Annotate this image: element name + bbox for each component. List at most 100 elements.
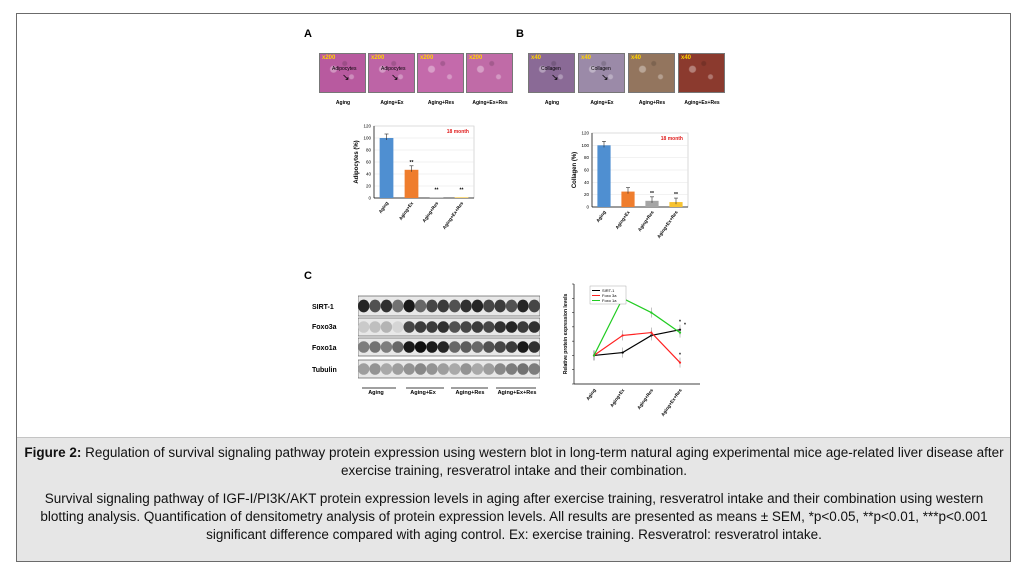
- data-point: [678, 361, 682, 364]
- blot-band: [494, 341, 506, 353]
- magnification-tag: x200: [420, 55, 434, 61]
- blot-group-underlines: [362, 387, 536, 389]
- magnification-tag: x40: [681, 55, 692, 61]
- blot-band: [517, 299, 529, 313]
- blot-band: [380, 299, 393, 313]
- x-tick-label: Aging: [378, 201, 390, 215]
- blot-band: [380, 341, 393, 353]
- blot-band: [369, 299, 381, 313]
- blot-band: [483, 363, 495, 375]
- arrow-icon: ↘: [551, 72, 559, 82]
- bar: [597, 145, 611, 207]
- blot-band: [460, 321, 472, 333]
- arrow-icon: ↘: [601, 72, 609, 82]
- micrograph-image: x200: [417, 53, 464, 93]
- blot-band: [517, 341, 529, 353]
- magnification-tag: x200: [322, 55, 336, 61]
- figure-number: Figure 2:: [24, 445, 82, 460]
- y-tick-label: 60: [366, 160, 372, 165]
- x-tick-label: Aging+Ex+Res: [660, 387, 683, 417]
- blot-band: [392, 321, 404, 333]
- y-tick-label: 100: [363, 136, 371, 141]
- blot-band: [358, 299, 370, 313]
- blot-band: [437, 341, 449, 353]
- data-point: [592, 354, 596, 357]
- y-tick-label: 120: [581, 131, 589, 136]
- blot-band: [403, 321, 415, 333]
- micrograph-label: Aging: [544, 100, 560, 106]
- x-tick-label: Aging+Ex+Res: [442, 200, 465, 230]
- y-tick-label: 120: [363, 124, 371, 129]
- significance-label: *: [684, 323, 686, 329]
- blot-band: [505, 363, 518, 375]
- blot-band: [426, 321, 438, 333]
- blot-group-label: Aging+Res: [455, 390, 485, 396]
- magnification-tag: x40: [581, 55, 592, 61]
- figure-frame: [16, 13, 1011, 562]
- blot-band: [437, 363, 449, 375]
- blot-band: [494, 321, 506, 333]
- x-tick-label: Aging: [595, 210, 607, 224]
- y-tick-label: 40: [584, 180, 590, 185]
- micrograph-image: x40: [678, 53, 725, 93]
- blot-band: [369, 341, 381, 353]
- blot-band: [392, 341, 404, 353]
- line-chart-svg: *****AgingAging+ExAging+ResAging+Ex+ResR…: [563, 283, 700, 417]
- blot-band: [483, 299, 495, 313]
- blot-band: [471, 341, 484, 353]
- x-tick-label: Aging: [585, 388, 597, 402]
- blot-band: [505, 341, 518, 353]
- blot-band: [528, 363, 540, 375]
- x-tick-label: Aging+Ex: [398, 200, 415, 221]
- bar: [621, 191, 635, 207]
- series-line: [593, 331, 681, 363]
- magnification-tag: x200: [469, 55, 483, 61]
- y-axis-title: Relative protein expression levels: [563, 293, 569, 374]
- blot-band: [369, 321, 381, 333]
- magnification-tag: x200: [371, 55, 385, 61]
- x-tick-label: Aging+Res: [636, 387, 654, 410]
- panel-letter-b: B: [516, 28, 524, 40]
- blot-band: [528, 321, 540, 333]
- blot-row-label: Tubulin: [312, 367, 337, 374]
- micrograph-label: Aging+Ex+Res: [684, 100, 720, 106]
- blot-group-label: Aging: [368, 390, 384, 396]
- arrow-icon: ↘: [391, 72, 399, 82]
- blot-band: [471, 363, 484, 375]
- blot-band: [483, 321, 495, 333]
- blot-band: [460, 341, 472, 353]
- blot-band: [392, 299, 404, 313]
- y-tick-label: 0: [586, 205, 589, 210]
- chart-annotation: 18 month: [447, 129, 469, 135]
- bar: [379, 138, 394, 198]
- blot-band: [528, 299, 540, 313]
- y-tick-label: 60: [584, 168, 590, 173]
- legend-label: Foxo 3a: [602, 293, 617, 298]
- blot-row-label: Foxo3a: [312, 324, 337, 331]
- significance-label: **: [435, 187, 439, 193]
- blot-band: [449, 341, 461, 353]
- chart-annotation: 18 month: [661, 136, 683, 142]
- blot-band: [380, 321, 393, 333]
- adipocytes-chart-svg: 020406080100120Aging**Aging+Ex**Aging+Re…: [354, 124, 475, 230]
- blot-band: [483, 341, 495, 353]
- blot-band: [460, 363, 472, 375]
- blot-band: [449, 321, 461, 333]
- panel-letter-a: A: [304, 28, 312, 40]
- micrograph-label: Aging+Res: [427, 100, 455, 106]
- blot-band: [403, 363, 415, 375]
- blot-band: [426, 363, 438, 375]
- significance-label: **: [674, 192, 678, 198]
- bar: [669, 202, 683, 207]
- micrograph-image: x40: [628, 53, 675, 93]
- significance-label: **: [460, 187, 464, 193]
- blot-row-label: SIRT-1: [312, 304, 334, 311]
- protein-expression-line-chart: *****AgingAging+ExAging+ResAging+Ex+ResR…: [560, 276, 710, 426]
- blot-band: [517, 321, 529, 333]
